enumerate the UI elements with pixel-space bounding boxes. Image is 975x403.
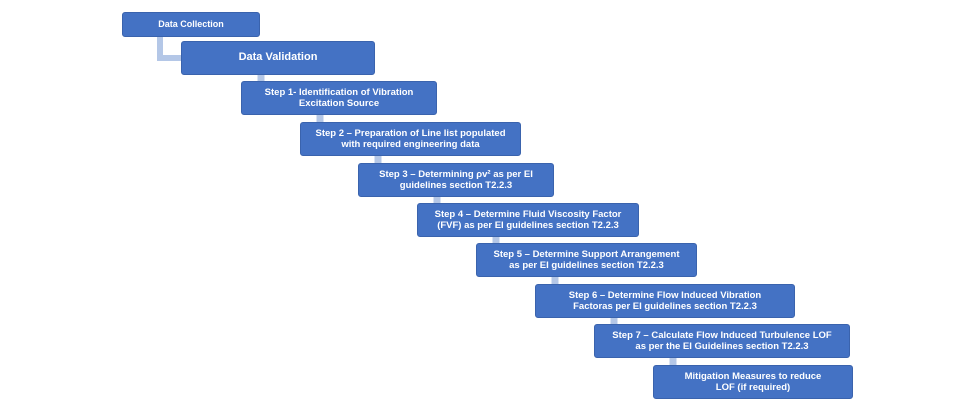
step-label-step-7: Step 7 – Calculate Flow Induced Turbulen… xyxy=(612,329,832,352)
step-label-step-6: Step 6 – Determine Flow Induced Vibratio… xyxy=(568,289,762,312)
step-box-step-1: Step 1- Identification of Vibration Exci… xyxy=(241,81,437,115)
step-box-data-collection: Data Collection xyxy=(122,12,260,37)
step-label-mitigation: Mitigation Measures to reduce LOF (if re… xyxy=(684,370,822,393)
step-box-data-validation: Data Validation xyxy=(181,41,375,75)
step-label-step-3: Step 3 – Determining ρv² as per EI guide… xyxy=(379,168,533,191)
step-box-mitigation: Mitigation Measures to reduce LOF (if re… xyxy=(653,365,853,399)
step-label-data-validation: Data Validation xyxy=(238,51,318,64)
step-label-step-1: Step 1- Identification of Vibration Exci… xyxy=(264,86,414,109)
step-box-step-3: Step 3 – Determining ρv² as per EI guide… xyxy=(358,163,554,197)
step-box-step-5: Step 5 – Determine Support Arrangement a… xyxy=(476,243,697,277)
step-label-step-4: Step 4 – Determine Fluid Viscosity Facto… xyxy=(434,208,622,231)
step-box-step-7: Step 7 – Calculate Flow Induced Turbulen… xyxy=(594,324,850,358)
step-box-step-4: Step 4 – Determine Fluid Viscosity Facto… xyxy=(417,203,639,237)
step-label-step-5: Step 5 – Determine Support Arrangement a… xyxy=(493,248,680,271)
step-label-data-collection: Data Collection xyxy=(158,19,224,30)
connector-1 xyxy=(157,37,181,61)
step-box-step-2: Step 2 – Preparation of Line list popula… xyxy=(300,122,521,156)
step-label-step-2: Step 2 – Preparation of Line list popula… xyxy=(315,127,506,150)
step-box-step-6: Step 6 – Determine Flow Induced Vibratio… xyxy=(535,284,795,318)
